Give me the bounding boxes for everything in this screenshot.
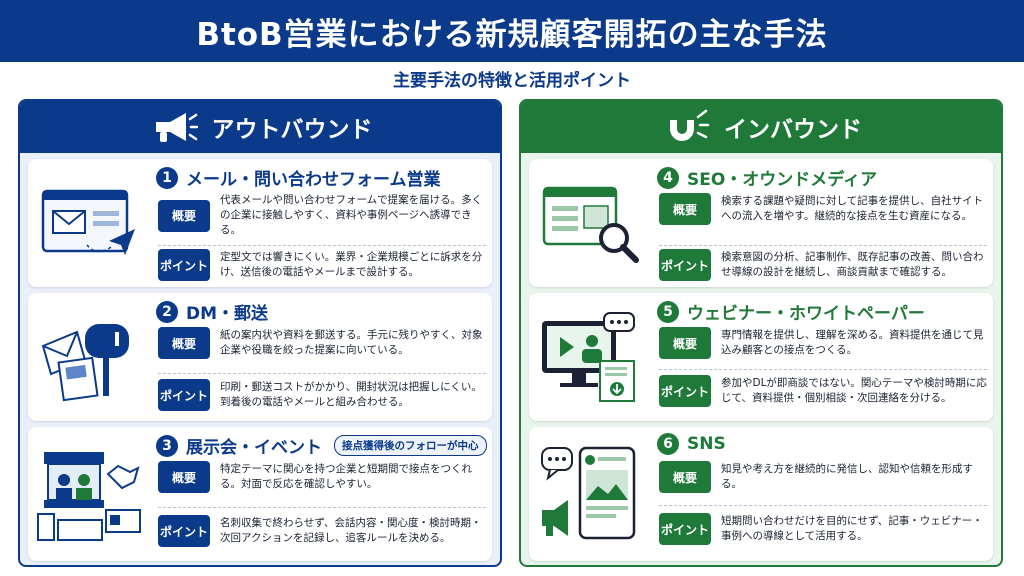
card-title-text: メール・問い合わせフォーム営業: [186, 170, 441, 190]
card-title: 3 展示会・イベント 接点獲得後のフォローが中心: [156, 433, 487, 458]
summary-row: 概要 知見や考え方を継続的に発信し、認知や信頼を形成する。: [659, 461, 987, 493]
point-text: 検索意図の分析、記事制作、既存記事の改善、問い合わせ導線の設計を継続し、商談貢献…: [721, 250, 984, 278]
divider: [659, 505, 987, 506]
outbound-header: アウトバウンド: [20, 101, 500, 153]
card-title-text: 展示会・イベント: [186, 438, 322, 458]
summary-label: 概要: [158, 199, 210, 232]
web-search-icon: [535, 159, 645, 287]
page-title: BtoB営業における新規顧客開拓の主な手法: [196, 16, 828, 53]
summary-row: 概要 検索する課題や疑問に対して記事を提供し、自社サイトへの流入を増やす。継続的…: [659, 193, 987, 225]
inbound-header: インバウンド: [521, 101, 1001, 153]
mailbox-icon: [34, 293, 144, 421]
card-number: 1: [156, 166, 178, 189]
card-number: 6: [657, 433, 679, 455]
summary-text: 検索する課題や疑問に対して記事を提供し、自社サイトへの流入を増やす。継続的な接点…: [721, 194, 984, 222]
webinar-icon: [535, 293, 645, 421]
outbound-title: アウトバウンド: [211, 117, 373, 143]
point-label: ポイント: [659, 375, 711, 407]
divider: [158, 373, 486, 374]
inbound-panel: インバウンド 4 SEO・オウンドメディア 概要 検索する課題や疑問に対して記事…: [519, 99, 1003, 567]
point-text: 短期問い合わせだけを目的にせず、記事・ウェビナー・事例への導線として活用する。: [721, 514, 983, 542]
point-row: ポイント 印刷・郵送コストがかかり、開封状況は把握しにくい。到着後の電話やメール…: [158, 379, 486, 411]
outbound-panel: アウトバウンド 1 メール・問い合わせフォーム営業 概要 代表メールや問い合わせ…: [18, 99, 502, 567]
method-card-dm: 2 DM・郵送 概要 紙の案内状や資料を郵送する。手元に残りやすく、対象企業や役…: [28, 293, 492, 421]
card-title-text: DM・郵送: [186, 304, 269, 324]
card-title: 1 メール・問い合わせフォーム営業: [156, 165, 441, 190]
point-row: ポイント 名刺収集で終わらせず、会話内容・関心度・検討時期・次回アクションを記録…: [158, 515, 486, 547]
summary-text: 知見や考え方を継続的に発信し、認知や信頼を形成する。: [721, 462, 973, 490]
summary-label: 概要: [158, 327, 210, 359]
card-number: 2: [156, 300, 178, 323]
summary-text: 紙の案内状や資料を郵送する。手元に残りやすく、対象企業や役職を絞った提案に向いて…: [220, 328, 483, 356]
summary-label: 概要: [659, 327, 711, 359]
point-text: 印刷・郵送コストがかかり、開封状況は把握しにくい。到着後の電話やメールと組み合わ…: [220, 380, 482, 408]
divider: [158, 245, 486, 246]
point-row: ポイント 検索意図の分析、記事制作、既存記事の改善、問い合わせ導線の設計を継続し…: [659, 249, 987, 281]
point-label: ポイント: [659, 513, 711, 545]
method-card-email: 1 メール・問い合わせフォーム営業 概要 代表メールや問い合わせフォームで提案を…: [28, 159, 492, 287]
follow-up-tag: 接点獲得後のフォローが中心: [334, 435, 487, 456]
point-text: 参加やDLが即商談ではない。関心テーマや検討時期に応じて、資料提供・個別相談・次…: [721, 376, 987, 404]
card-number: 4: [657, 166, 679, 189]
point-row: ポイント 短期問い合わせだけを目的にせず、記事・ウェビナー・事例への導線として活…: [659, 513, 987, 545]
summary-label: 概要: [659, 461, 711, 493]
megaphone-icon: [155, 113, 198, 142]
social-post-icon: [535, 427, 645, 561]
email-form-icon: [34, 159, 144, 287]
method-card-exhibition: 3 展示会・イベント 接点獲得後のフォローが中心 概要 特定テーマに関心を持つ企…: [28, 427, 492, 561]
card-title: 5 ウェビナー・ホワイトペーパー: [657, 299, 925, 324]
summary-text: 特定テーマに関心を持つ企業と短期間で接点をつくれる。対面で反応を確認しやすい。: [220, 462, 472, 490]
summary-text: 代表メールや問い合わせフォームで提案を届ける。多くの企業に接触しやすく、資料や事…: [220, 194, 483, 237]
point-row: ポイント 参加やDLが即商談ではない。関心テーマや検討時期に応じて、資料提供・個…: [659, 375, 987, 407]
title-bar: BtoB営業における新規顧客開拓の主な手法: [0, 0, 1024, 62]
summary-row: 概要 紙の案内状や資料を郵送する。手元に残りやすく、対象企業や役職を絞った提案に…: [158, 327, 486, 359]
summary-text: 専門情報を提供し、理解を深める。資料提供を通じて見込み顧客との接点をつくる。: [721, 328, 984, 356]
point-label: ポイント: [158, 379, 210, 411]
card-title: 6 SNS: [657, 433, 726, 455]
summary-row: 概要 代表メールや問い合わせフォームで提案を届ける。多くの企業に接触しやすく、資…: [158, 193, 486, 239]
card-number: 5: [657, 300, 679, 323]
card-title-text: SNS: [687, 434, 726, 454]
point-label: ポイント: [158, 249, 210, 281]
summary-row: 概要 専門情報を提供し、理解を深める。資料提供を通じて見込み顧客との接点をつくる…: [659, 327, 987, 359]
card-title-text: ウェビナー・ホワイトペーパー: [687, 304, 925, 324]
divider: [659, 245, 987, 246]
card-title: 2 DM・郵送: [156, 299, 268, 324]
summary-label: 概要: [659, 193, 711, 225]
point-text: 定型文では響きにくい。業界・企業規模ごとに訴求を分け、送信後の電話やメールまで設…: [220, 250, 483, 278]
card-title: 4 SEO・オウンドメディア: [657, 165, 877, 190]
inbound-title: インバウンド: [724, 117, 862, 143]
exhibition-booth-icon: [34, 427, 144, 561]
point-label: ポイント: [659, 249, 711, 281]
magnet-icon: [670, 109, 710, 141]
method-card-sns: 6 SNS 概要 知見や考え方を継続的に発信し、認知や信頼を形成する。 ポイント…: [529, 427, 993, 561]
card-number: 3: [156, 434, 178, 457]
divider: [158, 507, 486, 508]
point-row: ポイント 定型文では響きにくい。業界・企業規模ごとに訴求を分け、送信後の電話やメ…: [158, 249, 486, 281]
summary-row: 概要 特定テーマに関心を持つ企業と短期間で接点をつくれる。対面で反応を確認しやす…: [158, 461, 486, 493]
divider: [659, 369, 987, 370]
point-text: 名刺収集で終わらせず、会話内容・関心度・検討時期・次回アクションを記録し、追客ル…: [220, 516, 482, 544]
summary-label: 概要: [158, 461, 210, 493]
point-label: ポイント: [158, 515, 210, 547]
page-subtitle: 主要手法の特徴と活用ポイント: [393, 71, 631, 91]
method-card-seo: 4 SEO・オウンドメディア 概要 検索する課題や疑問に対して記事を提供し、自社…: [529, 159, 993, 287]
method-card-webinar: 5 ウェビナー・ホワイトペーパー 概要 専門情報を提供し、理解を深める。資料提供…: [529, 293, 993, 421]
card-title-text: SEO・オウンドメディア: [687, 170, 878, 190]
